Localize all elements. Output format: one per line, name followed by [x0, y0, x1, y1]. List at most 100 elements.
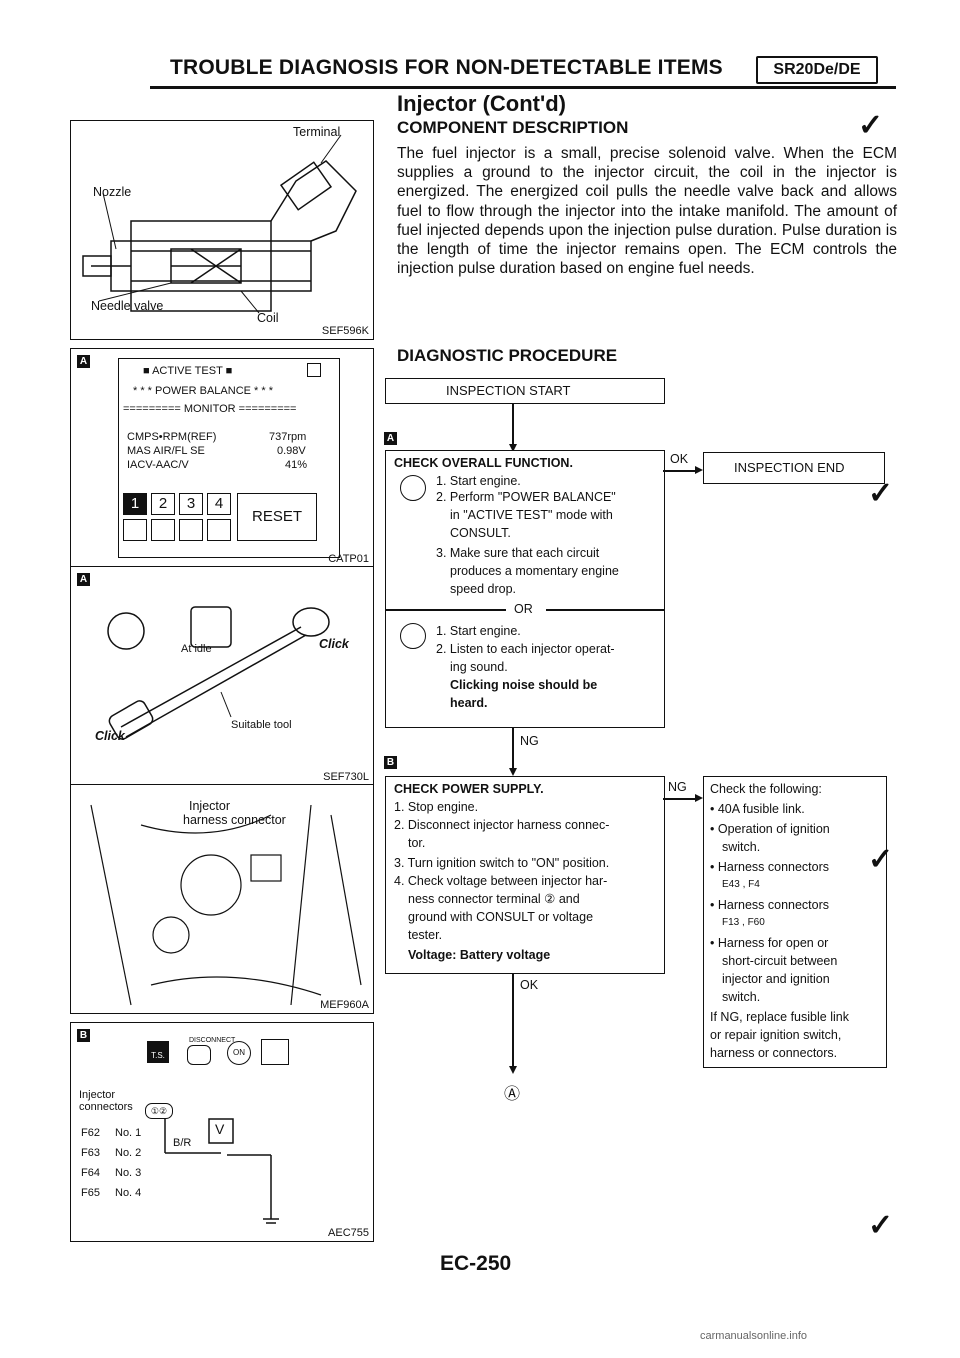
consult-button-2[interactable]: 2	[151, 493, 175, 515]
needle-valve-label: Needle valve	[91, 299, 164, 313]
check1-step: CONSULT.	[450, 526, 511, 540]
consult-button-4[interactable]: 4	[207, 493, 231, 515]
component-text: The fuel injector is a small, precise so…	[397, 145, 897, 278]
consult-button-blank[interactable]	[179, 519, 203, 541]
check1-step: in "ACTIVE TEST" mode with	[450, 508, 613, 522]
step-marker-b: B	[384, 756, 397, 769]
consult-button-1[interactable]: 1	[123, 493, 147, 515]
check-item: • 40A fusible link.	[710, 802, 805, 816]
consult-screen: ■ ACTIVE TEST ■ * * * POWER BALANCE * * …	[118, 358, 340, 558]
consult-button-blank[interactable]	[123, 519, 147, 541]
consult-line2: * * * POWER BALANCE * * *	[133, 385, 273, 397]
page-subtitle: Injector (Cont'd)	[397, 91, 566, 116]
or-divider	[546, 609, 664, 611]
disconnect-label: DISCONNECT	[189, 1037, 236, 1044]
check2-result: Voltage: Battery voltage	[408, 948, 551, 962]
page-number: EC-250	[440, 1252, 512, 1275]
check-item: • Harness for open or	[710, 936, 829, 950]
flow-arrow-icon	[509, 444, 517, 452]
figure-code: AEC755	[328, 1227, 369, 1239]
figure-code: SEF596K	[321, 325, 369, 337]
check-item: switch.	[722, 990, 761, 1004]
or-divider	[386, 609, 506, 611]
connector-no: No. 4	[115, 1187, 142, 1199]
check1-step: 3. Make sure that each circuit	[436, 546, 600, 560]
check-item: harness or connectors.	[710, 1046, 838, 1060]
connector-id: F63	[81, 1147, 100, 1159]
inspection-end-label: INSPECTION END	[734, 460, 845, 475]
connector-no: No. 3	[115, 1167, 142, 1179]
check-item: • Operation of ignition	[710, 822, 830, 836]
engine-icon	[261, 1039, 289, 1065]
step-marker-b: B	[77, 1029, 90, 1042]
injector-figure: Terminal Nozzle Needle valve Coil SEF596…	[70, 120, 374, 340]
consult-checkbox[interactable]	[307, 363, 321, 377]
consult-button-blank[interactable]	[151, 519, 175, 541]
check-following-box: Check the following: • 40A fusible link.…	[703, 776, 887, 1068]
flow-line	[512, 974, 514, 1070]
check-item: or repair ignition switch,	[710, 1028, 842, 1042]
at-idle-label: At idle	[181, 643, 212, 655]
listening-figure: A At idle Suitable tool Click Click SEF7…	[70, 566, 374, 786]
check2-step: ground with CONSULT or voltage	[408, 910, 594, 924]
consult-icon	[400, 475, 426, 501]
check1-result: heard.	[450, 696, 488, 710]
flow-line	[512, 728, 514, 772]
check-item: • Harness connectors	[710, 860, 830, 874]
footer-watermark: carmanualsonline.info	[700, 1330, 808, 1342]
check-item: If NG, replace fusible link	[710, 1010, 849, 1024]
stethoscope-tool-illustration	[107, 606, 330, 740]
flow-arrow-icon	[509, 1066, 517, 1074]
voltage-meter-wiring	[164, 1118, 279, 1224]
flow-line	[663, 798, 695, 800]
connector-pinout: ①②	[145, 1103, 173, 1119]
connector-icon	[187, 1045, 211, 1065]
check1-step: 1. Start engine.	[436, 474, 521, 488]
consult-button-blank[interactable]	[207, 519, 231, 541]
check-mark-icon: ✓	[858, 109, 884, 142]
engine-bay-figure: Injector harness connector MEF960A	[70, 784, 374, 1014]
check-following-title: Check the following:	[710, 782, 822, 796]
check2-step: tor.	[408, 836, 426, 850]
injector-harness-illustration	[90, 804, 362, 1006]
consult-button-3[interactable]: 3	[179, 493, 203, 515]
harness-connector-label: harness connector	[183, 813, 286, 827]
connector-id: F62	[81, 1127, 100, 1139]
figure-code: SEF730L	[323, 771, 369, 783]
step-marker-a: A	[77, 573, 90, 586]
injector-label: Injector	[189, 799, 230, 813]
ear-listen-icon	[400, 623, 426, 649]
check1-title: CHECK OVERALL FUNCTION.	[394, 456, 573, 470]
check1-step: produces a momentary engine	[450, 564, 619, 578]
check2-step: 4. Check voltage between injector har-	[394, 874, 608, 888]
flow-arrow-icon	[695, 794, 703, 802]
component-heading: COMPONENT DESCRIPTION	[397, 118, 629, 137]
service-tool-icon: T.S.	[147, 1041, 169, 1063]
consult-title: ■ ACTIVE TEST ■	[143, 365, 233, 377]
consult-row-value: 41%	[285, 459, 308, 471]
click-label: Click	[319, 637, 349, 651]
check1-step2: 1. Start engine.	[436, 624, 521, 638]
suitable-tool-label: Suitable tool	[231, 719, 292, 731]
nozzle-label: Nozzle	[93, 185, 132, 199]
check-mark-icon: ✓	[868, 477, 894, 510]
connector-id: F64	[81, 1167, 100, 1179]
check-item: switch.	[722, 840, 761, 854]
page-header-title: TROUBLE DIAGNOSIS FOR NON-DETECTABLE ITE…	[170, 56, 723, 79]
consult-line3: ========= MONITOR =========	[123, 403, 297, 415]
consult-reset-button[interactable]: RESET	[237, 493, 317, 541]
check1-step: 2. Perform "POWER BALANCE"	[436, 490, 616, 504]
flow-arrow-icon	[695, 466, 703, 474]
click-label: Click	[95, 729, 125, 743]
check1-step2: ing sound.	[450, 660, 508, 674]
ng-label: NG	[668, 780, 687, 794]
check-mark-icon: ✓	[868, 1209, 894, 1242]
consult-row-value: 737rpm	[269, 431, 307, 443]
ok-label: OK	[670, 452, 689, 466]
check-item: • Harness connectors	[710, 898, 830, 912]
check-item: F13 , F60	[722, 917, 765, 928]
check-item: injector and ignition	[722, 972, 830, 986]
check2-step: tester.	[408, 928, 443, 942]
connector-no: No. 1	[115, 1127, 142, 1139]
flow-line	[512, 404, 514, 448]
